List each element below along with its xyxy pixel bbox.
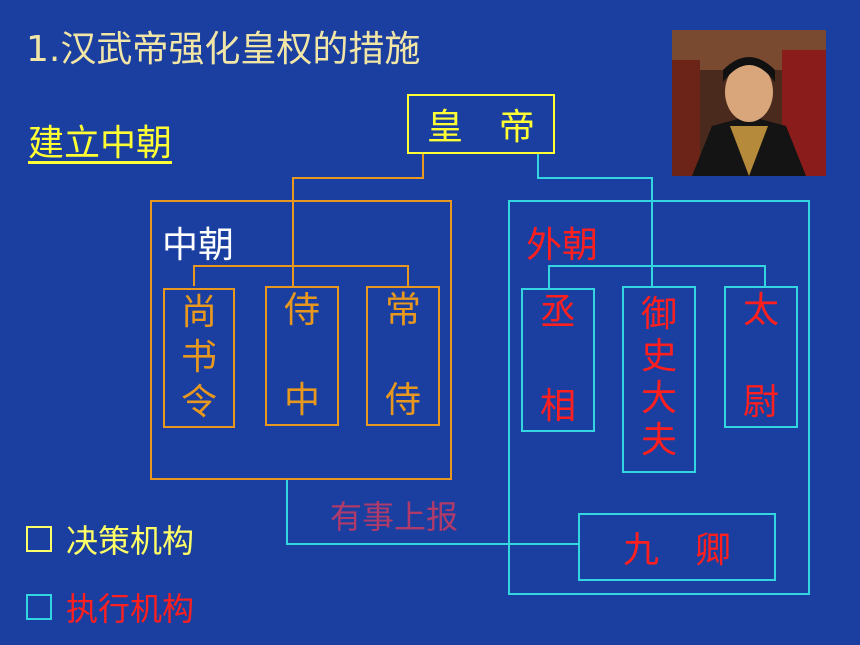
page-title: 1.汉武帝强化皇权的措施 — [26, 29, 421, 70]
outer-court-label: 外朝 — [526, 225, 599, 266]
connector-emperor-inner — [292, 154, 424, 286]
legend-square-icon — [26, 526, 52, 552]
office-shizhong: 侍 中 — [265, 286, 339, 426]
office-char: 侍 — [283, 290, 320, 331]
nine-ministers-box: 九 卿 — [578, 513, 776, 581]
outer-court-box — [508, 200, 810, 595]
emperor-box: 皇 帝 — [407, 94, 555, 154]
office-char: 尉 — [742, 382, 779, 423]
office-char: 御 — [640, 294, 677, 335]
legend-label: 执行机构 — [66, 590, 195, 628]
connector-emperor-outer — [537, 154, 653, 286]
office-char: 史 — [640, 336, 677, 377]
office-char: 侍 — [384, 380, 421, 421]
office-char: 夫 — [640, 420, 677, 461]
office-char: 丞 — [539, 292, 576, 333]
office-char: 书 — [180, 337, 217, 378]
connector-inner-offices — [193, 265, 409, 286]
office-char: 大 — [640, 378, 677, 419]
office-taiwei: 太 尉 — [724, 286, 798, 428]
report-label: 有事上报 — [330, 498, 459, 536]
office-shangshuling: 尚 书 令 — [163, 288, 235, 428]
inner-court-box — [150, 200, 452, 480]
emperor-portrait-image — [672, 30, 826, 176]
office-char: 太 — [742, 290, 779, 331]
legend-item-execution: 执行机构 — [26, 584, 194, 630]
office-char: 中 — [283, 380, 320, 421]
connector-report — [286, 480, 578, 545]
office-chengxiang: 丞 相 — [521, 288, 595, 432]
section-subtitle: 建立中朝 — [28, 123, 173, 164]
office-char: 相 — [539, 386, 576, 427]
legend-label: 决策机构 — [66, 522, 195, 560]
legend-item-decision: 决策机构 — [26, 516, 194, 562]
office-char: 令 — [180, 382, 217, 423]
office-yushidafu: 御 史 大 夫 — [622, 286, 696, 473]
inner-court-label: 中朝 — [162, 225, 235, 266]
office-char: 常 — [384, 290, 421, 331]
connector-outer-offices — [548, 265, 766, 288]
legend-square-icon — [26, 594, 52, 620]
office-changshi: 常 侍 — [366, 286, 440, 426]
office-char: 尚 — [180, 292, 217, 333]
